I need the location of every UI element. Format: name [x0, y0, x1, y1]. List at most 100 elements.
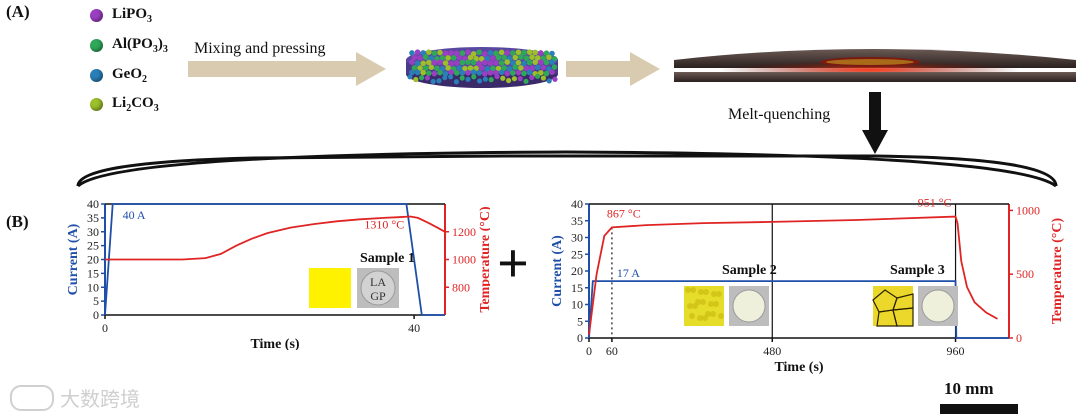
left-tick-label: 0	[577, 331, 583, 345]
sample-label: Sample 2	[722, 263, 777, 278]
scale-bar	[940, 404, 1018, 414]
left-tick-label: 5	[93, 294, 99, 308]
current-series-line	[104, 203, 445, 316]
left-tick-label: 10	[87, 280, 99, 294]
right-tick-label: 1000	[1016, 203, 1040, 217]
sample-1-disc	[360, 270, 396, 306]
panel-a-label: (A)	[6, 2, 30, 21]
sample-2-texture	[692, 303, 698, 309]
sample-1-yellow-swatch	[309, 268, 351, 308]
right-axis-label: Temperature (°C)	[478, 206, 490, 313]
left-tick-label: 5	[577, 314, 583, 328]
left-tick-label: 30	[87, 225, 99, 239]
watermark-logo-icon	[10, 384, 54, 411]
current-annotation: 17 A	[617, 266, 640, 280]
reagent-item: Li2CO3	[90, 95, 159, 114]
left-tick-label: 35	[87, 211, 99, 225]
left-tick-label: 40	[87, 197, 99, 211]
sample-2-texture	[703, 289, 709, 295]
sample-3-disc	[921, 289, 955, 323]
temperature-annotation: 867 °C	[607, 206, 641, 220]
sample-2-texture	[700, 299, 706, 305]
sample-2-texture	[718, 313, 724, 319]
sample-3-grain	[892, 307, 914, 327]
plus-sign: +	[497, 233, 529, 295]
right-arrow-icon	[188, 52, 386, 86]
sample-2-texture	[685, 287, 691, 293]
reagent-item: LiPO3	[90, 6, 152, 25]
left-tick-label: 10	[571, 298, 583, 312]
sample-1-disc-text: GP	[370, 289, 386, 303]
sample-2-texture	[713, 301, 719, 307]
left-tick-label: 15	[571, 281, 583, 295]
mixing-step-label: Mixing and pressing	[194, 40, 326, 57]
x-tick-label: 480	[763, 344, 781, 358]
reagent-formula: Al(PO3)3	[112, 36, 168, 55]
reagent-item: Al(PO3)3	[90, 36, 168, 55]
temperature-series-line	[588, 215, 998, 335]
sample-2-texture	[687, 303, 693, 309]
reagent-item: GeO2	[90, 66, 147, 85]
right-arrow-icon	[566, 52, 660, 86]
sample-2-texture	[690, 287, 696, 293]
temperature-series-line	[105, 215, 446, 261]
quenching-mold-image	[674, 49, 1076, 82]
right-axis-label: Temperature (°C)	[1050, 218, 1065, 325]
x-tick-label: 0	[586, 344, 592, 358]
reagent-sphere-icon	[90, 39, 103, 52]
sample-2-texture	[697, 315, 703, 321]
left-tick-label: 25	[571, 247, 583, 261]
scale-bar-label: 10 mm	[944, 379, 994, 398]
current-series-line	[588, 280, 1009, 339]
left-axis-label: Current (A)	[550, 235, 565, 307]
sample-2-texture	[716, 291, 722, 297]
down-arrow-icon	[862, 92, 888, 154]
left-tick-label: 20	[87, 253, 99, 267]
x-tick-label: 40	[408, 321, 420, 335]
temperature-annotation: 951 °C	[918, 196, 952, 210]
brace-curve	[76, 150, 1058, 188]
temperature-annotation: 1310 °C	[364, 217, 404, 231]
watermark: 大数跨境	[10, 383, 140, 412]
watermark-text: 大数跨境	[60, 387, 140, 411]
left-tick-label: 15	[87, 266, 99, 280]
reagent-formula: GeO2	[112, 66, 147, 85]
right-tick-label: 800	[452, 280, 470, 294]
right-tick-label: 1000	[452, 253, 476, 267]
quenching-step-label: Melt-quenching	[728, 106, 831, 123]
left-tick-label: 0	[93, 308, 99, 322]
right-tick-label: 1200	[452, 225, 476, 239]
sample-2-texture	[698, 289, 704, 295]
left-tick-label: 30	[571, 231, 583, 245]
reagent-sphere-icon	[90, 9, 103, 22]
sample-1-disc-text: LA	[370, 275, 386, 289]
reagent-formula: LiPO3	[112, 6, 153, 25]
right-tick-label: 500	[1016, 267, 1034, 281]
reagent-formula: Li2CO3	[112, 95, 159, 114]
x-axis-label: Time (s)	[250, 337, 299, 350]
left-tick-label: 35	[571, 214, 583, 228]
reagent-sphere-icon	[90, 98, 103, 111]
sample-2-texture	[702, 315, 708, 321]
sample-3-yellow-swatch	[873, 286, 913, 326]
panel-b-label: (B)	[6, 212, 29, 231]
current-annotation: 40 A	[123, 208, 146, 222]
x-tick-label: 0	[102, 321, 108, 335]
right-tick-label: 0	[1016, 331, 1022, 345]
sample-2-disc	[732, 289, 766, 323]
x-tick-label: 60	[606, 344, 618, 358]
left-tick-label: 40	[571, 197, 583, 211]
left-axis-label: Current (A)	[66, 223, 81, 295]
left-tick-label: 25	[87, 239, 99, 253]
sample-label: Sample 1	[360, 251, 415, 266]
sample-label: Sample 3	[890, 263, 945, 278]
sample-2-texture	[708, 301, 714, 307]
sample-2-texture	[689, 313, 695, 319]
left-tick-label: 20	[571, 264, 583, 278]
pressed-pellet-image	[406, 47, 558, 88]
x-tick-label: 960	[947, 344, 965, 358]
sample-2-texture	[711, 291, 717, 297]
x-axis-label: Time (s)	[774, 360, 823, 375]
